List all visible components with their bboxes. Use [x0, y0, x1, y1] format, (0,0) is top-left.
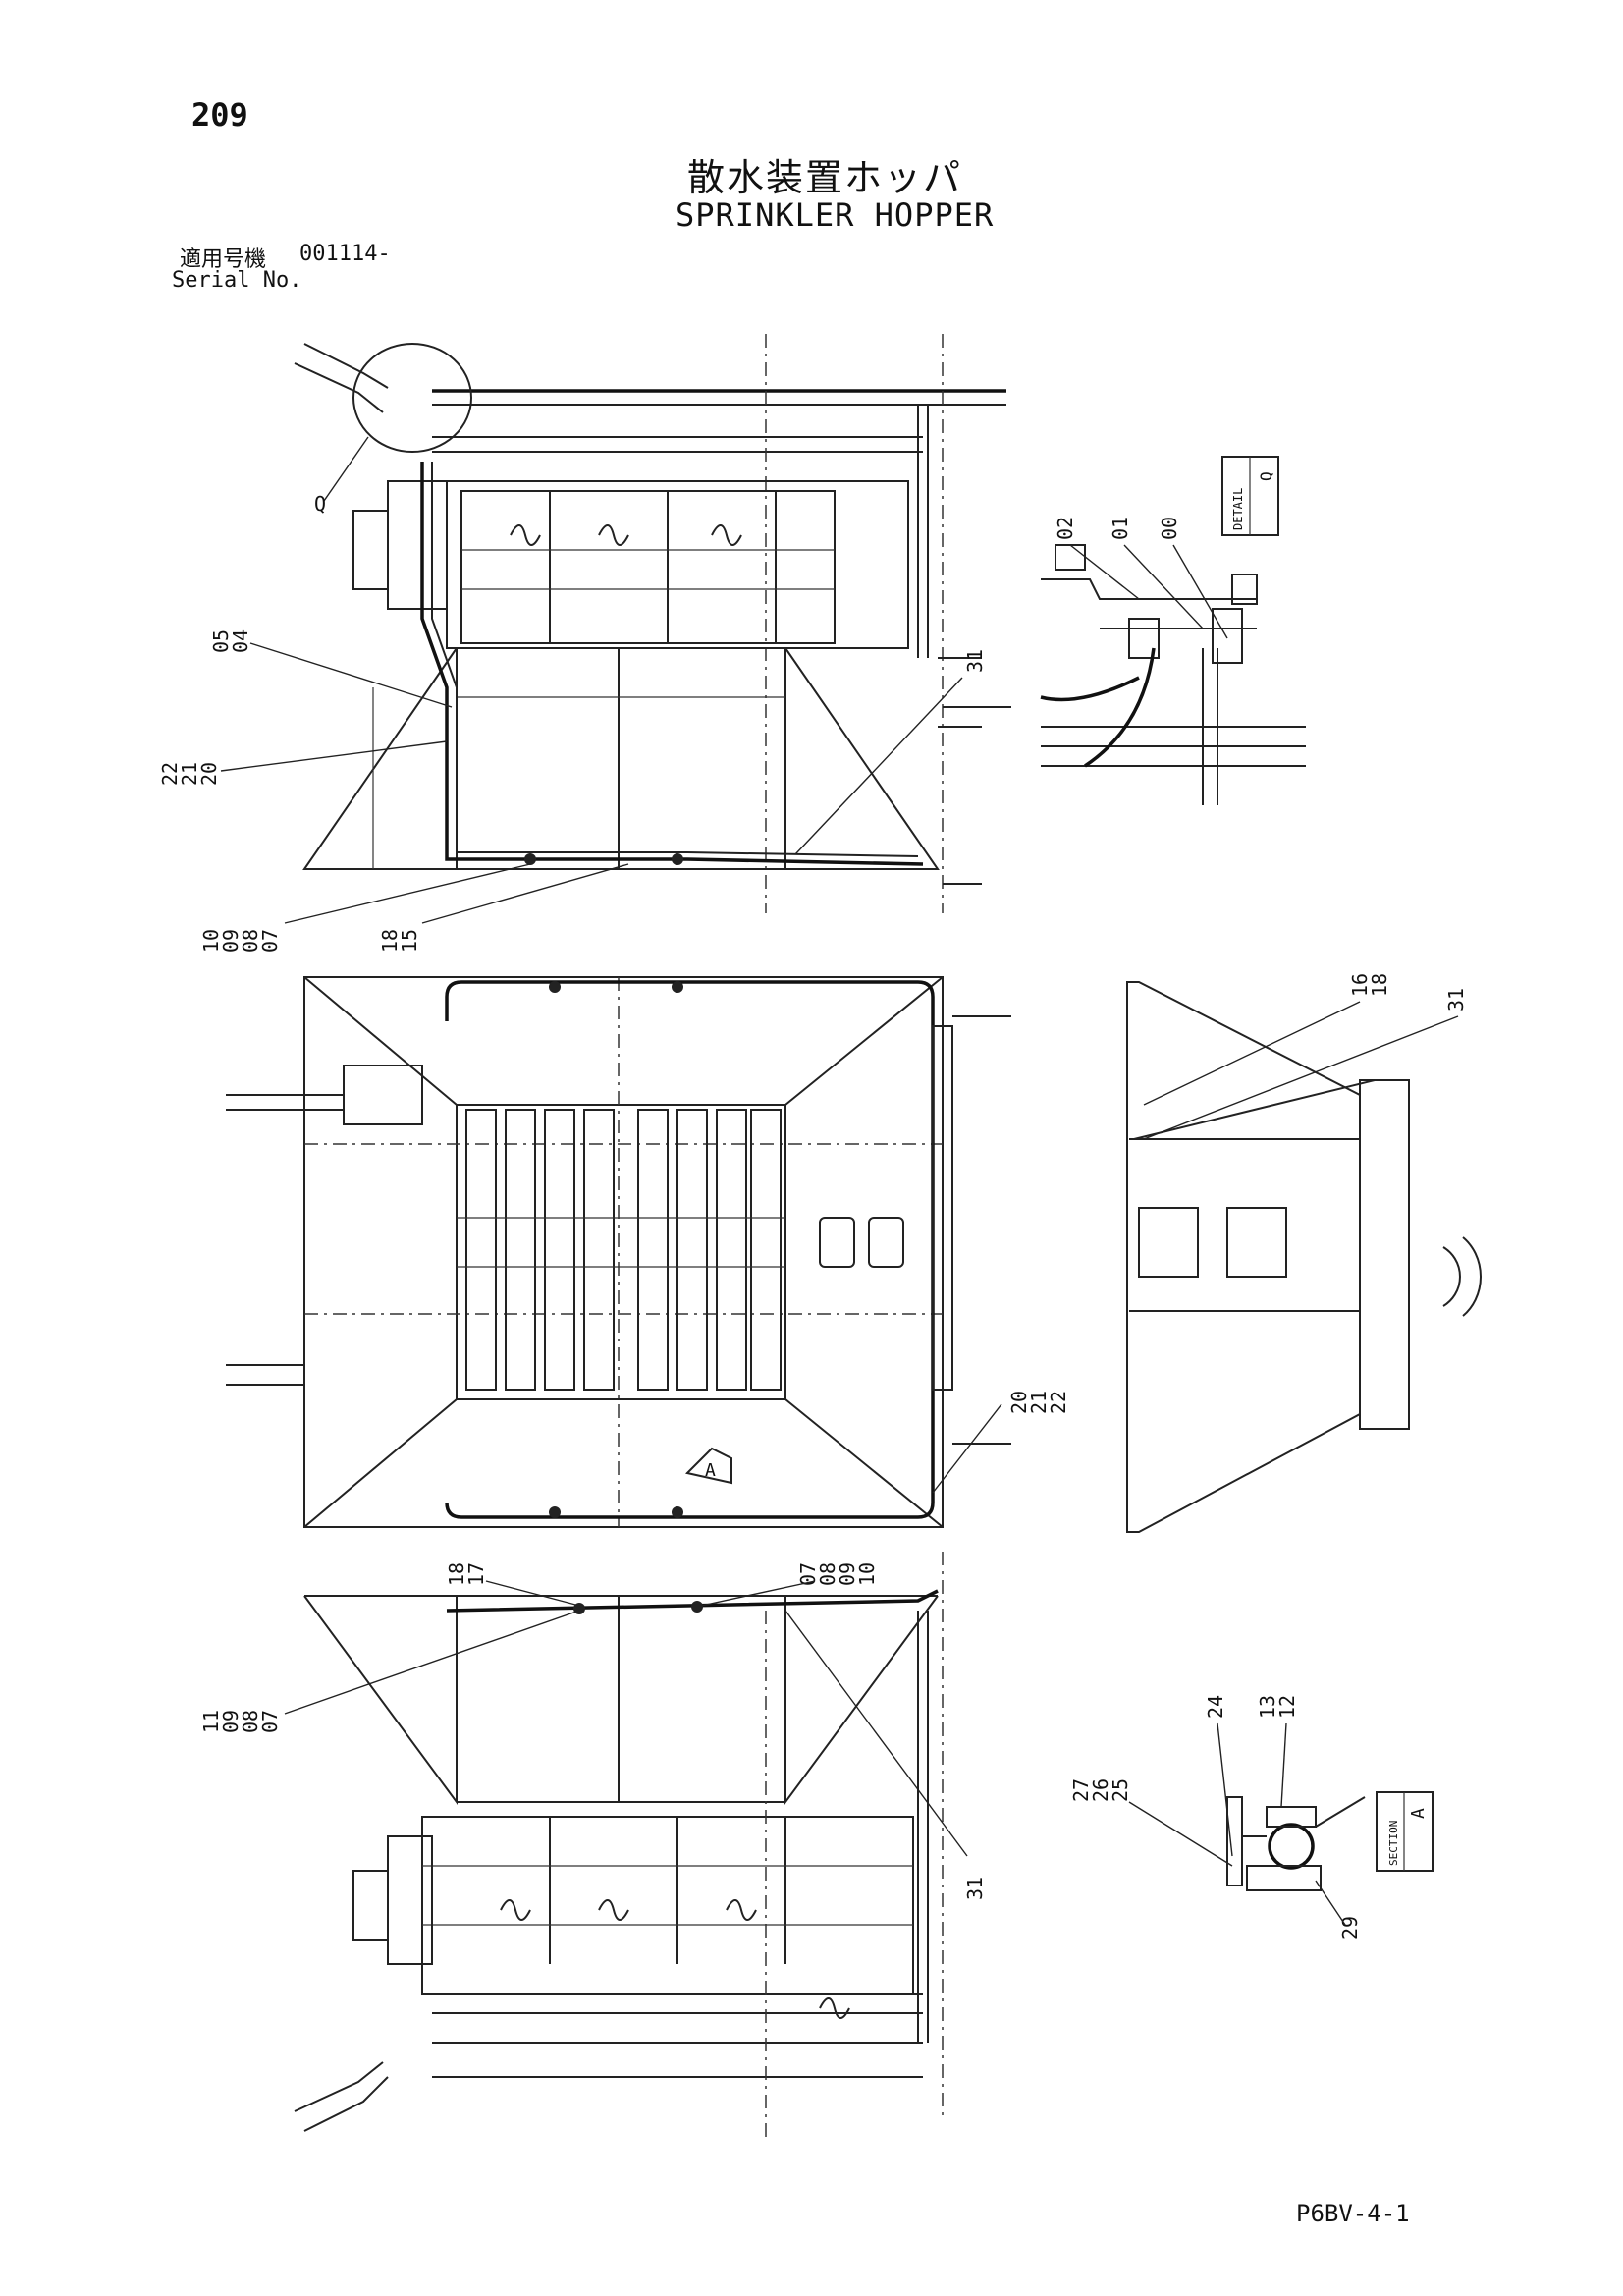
middle-plan-view: A 20 21 22 [226, 976, 1070, 1528]
callout-22-mid: 22 [1047, 1391, 1070, 1414]
callout-01: 01 [1109, 517, 1132, 540]
callout-07: 07 [258, 929, 282, 953]
callout-13: 13 [1256, 1695, 1279, 1719]
page-code: P6BV-4-1 [1296, 2200, 1410, 2227]
callout-18-bottom: 18 [445, 1562, 468, 1586]
callout-02: 02 [1054, 517, 1077, 540]
page-number: 209 [191, 96, 248, 134]
callout-09-bottom: 09 [836, 1562, 859, 1586]
callout-21: 21 [178, 762, 201, 786]
callout-24: 24 [1204, 1695, 1227, 1719]
callout-20-mid: 20 [1007, 1391, 1031, 1414]
section-a-view: SECTION A 24 13 12 27 26 25 29 [1069, 1695, 1434, 1940]
callout-26: 26 [1089, 1778, 1112, 1802]
detail-q-view: DETAIL Q 02 01 00 [1040, 456, 1306, 805]
svg-text:DETAIL: DETAIL [1231, 488, 1245, 530]
callout-21-mid: 21 [1027, 1391, 1051, 1414]
callout-31-top: 31 [963, 649, 987, 673]
title-english: SPRINKLER HOPPER [676, 196, 995, 234]
callout-27: 27 [1069, 1778, 1093, 1802]
callout-15: 15 [398, 929, 421, 953]
callout-05: 05 [209, 629, 233, 653]
callout-12: 12 [1275, 1695, 1299, 1719]
top-hopper-view: Q [294, 334, 1011, 913]
callout-17-bottom: 17 [464, 1562, 488, 1586]
callout-10: 10 [199, 929, 223, 953]
serial-label-english: Serial No. [172, 268, 302, 293]
svg-text:SECTION: SECTION [1387, 1821, 1400, 1866]
bottom-hopper-view: 18 17 07 08 09 10 11 09 08 07 31 [199, 1552, 987, 2141]
callout-25: 25 [1109, 1778, 1132, 1802]
callout-00: 00 [1158, 517, 1181, 540]
detail-q-marker: Q [314, 492, 326, 516]
callout-31-bottom: 31 [963, 1877, 987, 1900]
callout-09: 09 [219, 929, 243, 953]
callout-08: 08 [239, 929, 262, 953]
callout-31-side: 31 [1444, 988, 1468, 1011]
title-japanese: 散水装置ホッパ [687, 156, 963, 199]
callout-07-bottom-left: 07 [258, 1710, 282, 1733]
callout-08-bottom: 08 [816, 1562, 839, 1586]
serial-value: 001114- [299, 242, 391, 266]
side-view: 16 18 31 [1126, 973, 1482, 1533]
callouts-top: 05 04 22 21 20 10 09 08 07 18 15 31 [158, 629, 987, 953]
callout-04: 04 [229, 629, 252, 653]
callout-22: 22 [158, 762, 182, 786]
callout-20: 20 [197, 762, 221, 786]
callout-18-side: 18 [1368, 973, 1391, 997]
svg-text:A: A [1408, 1808, 1429, 1819]
callout-11-bottom: 11 [199, 1710, 223, 1733]
callout-10-bottom: 10 [855, 1562, 879, 1586]
section-a-marker: A [705, 1460, 716, 1481]
serial-label-japanese: 適用号機 [180, 247, 267, 272]
callout-16-side: 16 [1348, 973, 1372, 997]
callout-18: 18 [378, 929, 402, 953]
callout-08-bottom-left: 08 [239, 1710, 262, 1733]
callout-09-bottom-left: 09 [219, 1710, 243, 1733]
svg-text:Q: Q [1257, 471, 1275, 481]
